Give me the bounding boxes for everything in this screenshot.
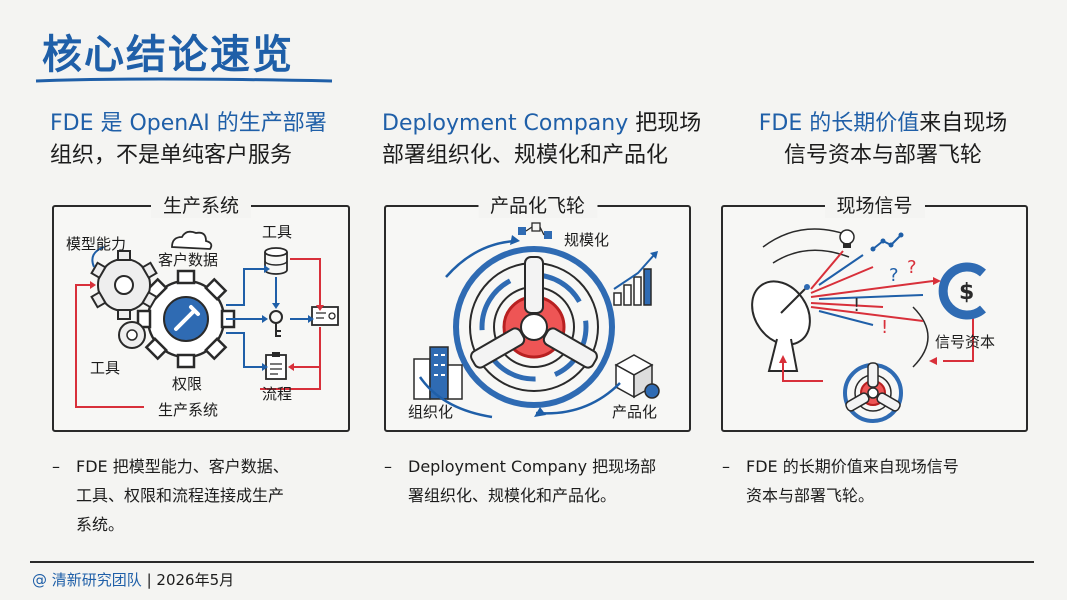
label-signal-capital: 信号资本 (935, 333, 996, 351)
panel-3-title: 现场信号 (824, 191, 925, 218)
clipboard-icon (265, 352, 287, 380)
bullet-1-line-2: 工具、权限和流程连接成生产 (76, 486, 285, 505)
bullet-2: –Deployment Company 把现场部 署组织化、规模化和产品化。 (384, 452, 689, 510)
title-underline (35, 77, 333, 83)
label-production-system: 生产系统 (158, 401, 219, 419)
field-signals-diagram: ? ? ! ! $ (751, 228, 986, 423)
small-flywheel-icon (843, 362, 903, 423)
small-gear-icon (118, 321, 146, 349)
flywheel-diagram (413, 222, 660, 419)
flywheel-arrows (418, 239, 621, 419)
label-tools-top: 工具 (262, 223, 293, 241)
output-document-icon (311, 306, 339, 326)
exclamation-mark-red: ! (881, 317, 888, 338)
svg-text:$: $ (959, 280, 974, 305)
footer-divider (30, 561, 1034, 563)
dollar-icon: $ (938, 262, 986, 320)
headline-2-black2: 部署组织化、规模化和产品化 (382, 143, 669, 168)
red-arrowheads (90, 281, 324, 371)
bullet-3-line-2: 资本与部署飞轮。 (746, 486, 875, 505)
bullet-3-line-1: FDE 的长期价值来自现场信号 (746, 457, 959, 476)
flywheel-icon (453, 246, 615, 408)
bullet-2-line-1: Deployment Company 把现场部 (408, 457, 657, 476)
question-mark-blue: ? (889, 265, 899, 286)
bullet-1-line-3: 系统。 (76, 515, 125, 534)
label-productization: 产品化 (612, 403, 658, 421)
headline-1-black: 组织，不是单纯客户服务 (50, 143, 293, 168)
headline-2-blue: Deployment Company (382, 111, 629, 136)
label-model-capability: 模型能力 (66, 235, 127, 253)
headline-3-blue: FDE 的长期价值 (758, 111, 920, 136)
label-scale: 规模化 (564, 231, 610, 249)
label-tools-left: 工具 (90, 359, 121, 377)
red-feedback-loop (75, 258, 321, 408)
cloud-icon (171, 230, 213, 250)
headline-1: FDE 是 OpenAI 的生产部署 组织，不是单纯客户服务 (50, 108, 370, 172)
label-permission: 权限 (172, 375, 203, 393)
network-icon (518, 222, 552, 239)
headline-1-blue: FDE 是 OpenAI 的生产部署 (50, 111, 327, 136)
package-icon (614, 354, 660, 399)
headline-2-black1: 把现场 (628, 111, 702, 136)
bullet-3: –FDE 的长期价值来自现场信号 资本与部署飞轮。 (722, 452, 1022, 510)
bar-chart-icon (613, 251, 658, 306)
large-gear-icon (136, 269, 236, 369)
bullet-1-line-1: FDE 把模型能力、客户数据、 (76, 457, 289, 476)
blue-connectors (91, 246, 308, 368)
headline-2: Deployment Company 把现场 部署组织化、规模化和产品化 (382, 108, 702, 172)
panel-1-title: 生产系统 (150, 191, 252, 218)
building-icon (413, 346, 463, 400)
panel-field-signals: 现场信号 (721, 191, 1028, 432)
exclamation-mark: ! (853, 295, 860, 316)
lightbulb-icon (839, 229, 855, 248)
footer-author: @ 清新研究团队 (32, 571, 142, 589)
footer: @ 清新研究团队 | 2026年5月 (32, 569, 234, 590)
trend-graph-icon (870, 232, 904, 252)
blue-arrowheads (262, 265, 314, 371)
question-mark-red: ? (907, 257, 917, 278)
blue-signal-lines (818, 254, 924, 326)
headline-3-black1: 来自现场 (919, 111, 1008, 136)
label-customer-data: 客户数据 (158, 251, 219, 269)
label-process: 流程 (262, 385, 293, 403)
satellite-dish-icon (751, 280, 811, 372)
bullet-1: –FDE 把模型能力、客户数据、 工具、权限和流程连接成生产 系统。 (52, 452, 352, 539)
panel-2-title: 产品化飞轮 (477, 191, 598, 218)
headline-3-black2: 信号资本与部署飞轮 (783, 143, 982, 168)
headline-3: FDE 的长期价值来自现场 信号资本与部署飞轮 (718, 108, 1048, 172)
production-system-diagram (75, 230, 339, 408)
footer-separator: | (146, 571, 152, 589)
key-icon (269, 310, 283, 337)
label-organization: 组织化 (408, 403, 454, 421)
panel-production-system: 生产系统 (52, 191, 350, 432)
panel-flywheel: 产品化飞轮 (384, 191, 691, 432)
bullet-2-line-2: 署组织化、规模化和产品化。 (408, 486, 617, 505)
medium-gear-icon (90, 250, 158, 320)
red-signal-lines (782, 250, 974, 382)
page-title: 核心结论速览 (42, 32, 294, 78)
footer-date: 2026年5月 (156, 571, 235, 589)
